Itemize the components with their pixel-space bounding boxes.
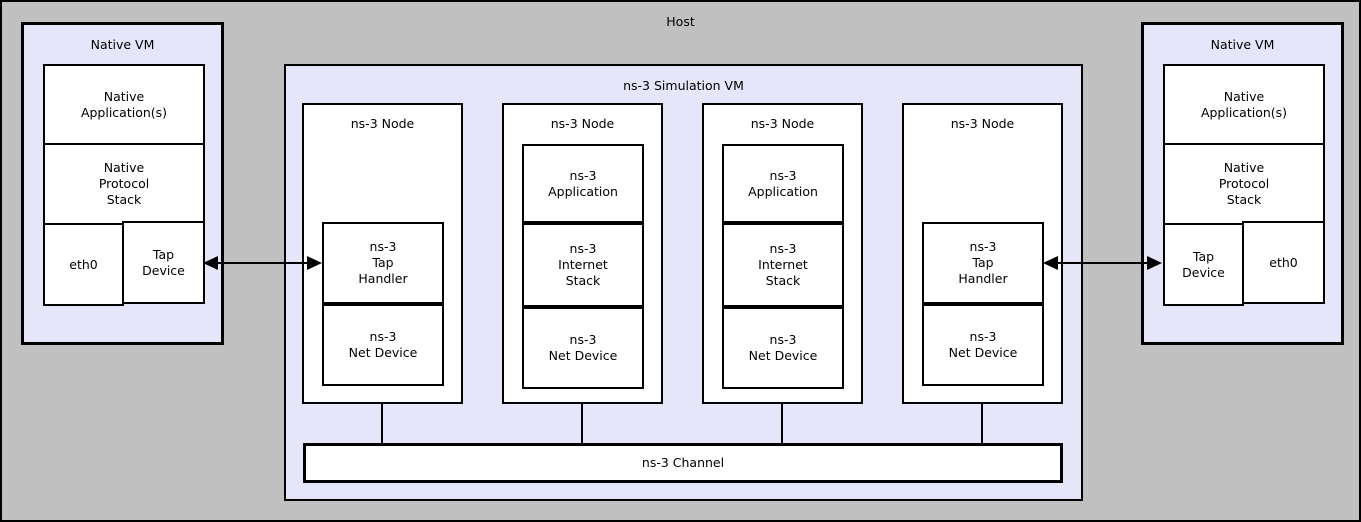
arrowhead-left-icon (203, 256, 218, 270)
ns3-tap-handler-box: ns-3 Tap Handler (922, 222, 1044, 304)
native-vm-right-title: Native VM (1210, 37, 1275, 52)
ns3-node-4-stack: ns-3 Tap Handler ns-3 Net Device (922, 222, 1044, 386)
native-protocol-stack-box: Native Protocol Stack (43, 143, 205, 225)
ns3-application-box: ns-3 Application (522, 144, 644, 223)
node1-channel-connector (381, 404, 383, 445)
ns3-simulation-vm: ns-3 Simulation VM ns-3 Node ns-3 Tap Ha… (284, 64, 1083, 501)
tap-connection-arrow-left (203, 256, 322, 270)
ns3-net-device-box: ns-3 Net Device (322, 304, 444, 386)
ns3-application-box: ns-3 Application (722, 144, 844, 223)
arrow-shaft (1053, 262, 1152, 264)
native-protocol-stack-box: Native Protocol Stack (1163, 143, 1325, 225)
host-label: Host (666, 14, 695, 29)
ns3-node-1-title: ns-3 Node (350, 116, 415, 131)
tap-device-box: Tap Device (122, 221, 205, 304)
ns3-simulation-vm-title: ns-3 Simulation VM (623, 78, 744, 93)
ns3-node-4-title: ns-3 Node (950, 116, 1015, 131)
ns3-net-device-box: ns-3 Net Device (722, 307, 844, 389)
ns3-tap-handler-box: ns-3 Tap Handler (322, 222, 444, 304)
ns3-net-device-box: ns-3 Net Device (922, 304, 1044, 386)
native-applications-box: Native Application(s) (43, 64, 205, 145)
ns3-node-1-stack: ns-3 Tap Handler ns-3 Net Device (322, 222, 444, 386)
native-vm-left-device-row: eth0 Tap Device (43, 221, 205, 306)
ns3-net-device-box: ns-3 Net Device (522, 307, 644, 389)
native-vm-left-stack: Native Application(s) Native Protocol St… (43, 64, 205, 306)
eth0-box: eth0 (1242, 221, 1325, 304)
native-vm-right: Native VM Native Application(s) Native P… (1141, 22, 1344, 345)
ns3-node-3-title: ns-3 Node (750, 116, 815, 131)
ns3-channel-box: ns-3 Channel (303, 443, 1063, 483)
arrow-shaft (213, 262, 312, 264)
node3-channel-connector (781, 404, 783, 445)
node2-channel-connector (581, 404, 583, 445)
tap-device-box: Tap Device (1163, 223, 1244, 306)
native-vm-left: Native VM Native Application(s) Native P… (21, 22, 224, 345)
native-vm-left-title: Native VM (90, 37, 155, 52)
ns3-internet-stack-box: ns-3 Internet Stack (522, 223, 644, 307)
node4-channel-connector (981, 404, 983, 445)
arrowhead-right-icon (307, 256, 322, 270)
native-vm-right-stack: Native Application(s) Native Protocol St… (1163, 64, 1325, 306)
ns3-node-2-stack: ns-3 Application ns-3 Internet Stack ns-… (522, 144, 644, 389)
ns3-node-2-title: ns-3 Node (550, 116, 615, 131)
arrowhead-left-icon (1043, 256, 1058, 270)
ns3-node-3: ns-3 Node ns-3 Application ns-3 Internet… (702, 103, 863, 404)
ns3-node-1: ns-3 Node ns-3 Tap Handler ns-3 Net Devi… (302, 103, 463, 404)
native-applications-box: Native Application(s) (1163, 64, 1325, 145)
ns3-internet-stack-box: ns-3 Internet Stack (722, 223, 844, 307)
tap-connection-arrow-right (1043, 256, 1162, 270)
ns3-node-3-stack: ns-3 Application ns-3 Internet Stack ns-… (722, 144, 844, 389)
arrowhead-right-icon (1147, 256, 1162, 270)
ns3-node-2: ns-3 Node ns-3 Application ns-3 Internet… (502, 103, 663, 404)
ns3-node-4: ns-3 Node ns-3 Tap Handler ns-3 Net Devi… (902, 103, 1063, 404)
native-vm-right-device-row: Tap Device eth0 (1163, 221, 1325, 306)
eth0-box: eth0 (43, 223, 124, 306)
